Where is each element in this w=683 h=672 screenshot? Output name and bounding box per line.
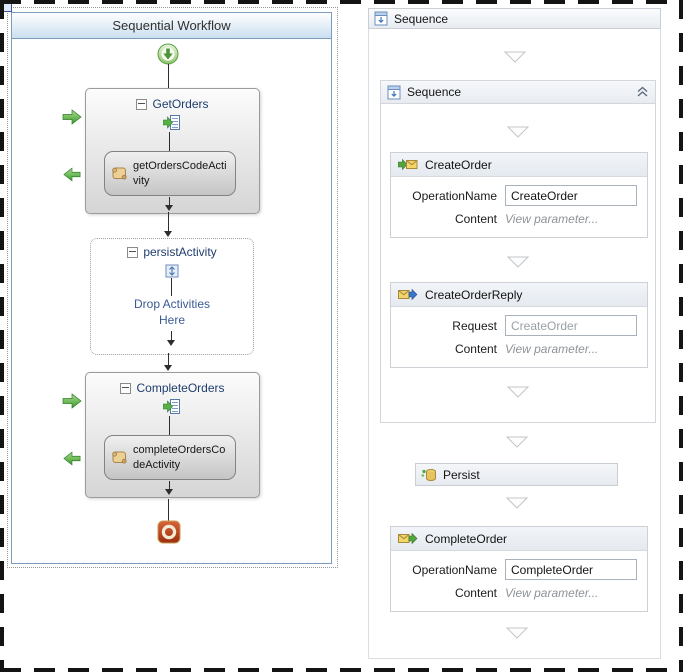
drop-target-triangle[interactable] <box>504 51 526 63</box>
view-parameter-link[interactable]: View parameter... <box>505 342 599 356</box>
content-label: Content <box>454 342 497 356</box>
content-label: Content <box>454 212 497 226</box>
activity-complete-orders[interactable]: CompleteOrders completeOrdersCodeAct <box>85 372 260 498</box>
inner-sequence-title: Sequence <box>407 85 462 99</box>
operation-name-input[interactable]: CompleteOrder <box>505 559 637 580</box>
connector-line <box>171 278 172 296</box>
sequence-icon <box>374 11 388 26</box>
create-order-reply-header[interactable]: CreateOrderReply <box>391 283 647 307</box>
complete-order-header[interactable]: CompleteOrder <box>391 527 647 551</box>
get-orders-header: GetOrders <box>86 97 259 111</box>
connector-line <box>168 499 169 521</box>
connector-line <box>169 481 170 491</box>
receive-activity-icon <box>163 114 181 131</box>
sequence-icon <box>387 85 401 100</box>
content-label: Content <box>454 586 497 600</box>
selection-handle[interactable] <box>3 3 12 12</box>
stop-icon[interactable] <box>157 520 181 544</box>
drop-target-triangle[interactable] <box>507 386 529 398</box>
collapse-chevron-icon[interactable] <box>636 86 649 98</box>
outer-sequence-title: Sequence <box>394 11 449 26</box>
create-order-title: CreateOrder <box>425 157 492 172</box>
connector-line <box>168 353 169 366</box>
activity-persist-wf4[interactable]: Persist <box>415 463 618 486</box>
receive-envelope-icon <box>398 532 418 545</box>
persist-label: persistActivity <box>143 245 217 259</box>
selection-marquee-bottom <box>0 668 683 672</box>
connector-line <box>169 197 170 207</box>
connector-line <box>169 132 170 151</box>
collapse-icon[interactable] <box>120 382 132 394</box>
drop-target-triangle[interactable] <box>506 497 528 509</box>
get-orders-label: GetOrders <box>152 97 209 111</box>
flow-arrow-right-icon <box>62 393 82 409</box>
flow-arrow-left-icon <box>63 451 81 466</box>
connector-line <box>171 331 172 342</box>
selection-marquee-top <box>0 0 683 4</box>
drop-target-triangle[interactable] <box>507 126 529 138</box>
complete-order-title: CompleteOrder <box>425 531 508 546</box>
connector-arrowhead <box>164 365 172 371</box>
flow-arrow-right-icon <box>62 109 82 125</box>
selection-border <box>7 7 338 568</box>
collapse-icon[interactable] <box>136 98 148 110</box>
sequential-workflow-title: Sequential Workflow <box>12 13 331 39</box>
activity-persist[interactable]: persistActivity Drop Activities Here <box>90 238 254 355</box>
connector-line <box>168 64 169 88</box>
create-order-reply-title: CreateOrderReply <box>425 287 523 302</box>
get-orders-code-label: getOrdersCodeActivity <box>133 160 227 187</box>
view-parameter-link[interactable]: View parameter... <box>505 212 599 226</box>
sequence-small-icon <box>165 264 179 278</box>
collapse-icon[interactable] <box>127 246 139 258</box>
connector-arrowhead <box>164 231 172 237</box>
operation-name-input[interactable]: CreateOrder <box>505 185 637 206</box>
complete-orders-header: CompleteOrders <box>86 381 259 395</box>
activity-get-orders-code[interactable]: getOrdersCodeActivity <box>104 151 236 196</box>
connector-arrowhead <box>165 489 173 495</box>
code-scroll-icon <box>111 450 128 465</box>
start-icon[interactable] <box>157 43 179 65</box>
selection-marquee-right <box>679 0 683 672</box>
receive-activity-icon <box>163 398 181 415</box>
request-label: Request <box>452 318 497 333</box>
drop-target-triangle[interactable] <box>506 436 528 448</box>
connector-line <box>169 416 170 435</box>
code-scroll-icon <box>111 166 128 181</box>
activity-complete-orders-code[interactable]: completeOrdersCodeActivity <box>104 435 236 480</box>
view-parameter-link[interactable]: View parameter... <box>505 586 599 600</box>
connector-arrowhead <box>165 205 173 211</box>
flow-arrow-left-icon <box>63 167 81 182</box>
operation-name-label: OperationName <box>412 562 497 577</box>
persist-title: Persist <box>443 467 480 482</box>
outer-sequence-header[interactable]: Sequence <box>368 8 661 29</box>
receive-envelope-icon <box>398 158 418 171</box>
persist-header: persistActivity <box>91 245 253 259</box>
operation-name-label: OperationName <box>412 188 497 203</box>
connector-line <box>168 212 169 232</box>
selection-marquee-left <box>0 0 4 672</box>
connector-arrowhead <box>167 340 175 346</box>
complete-orders-label: CompleteOrders <box>136 381 225 395</box>
activity-create-order[interactable]: CreateOrder OperationName CreateOrder Co… <box>390 152 648 238</box>
persist-database-icon <box>421 467 437 483</box>
complete-orders-code-label: completeOrdersCodeActivity <box>133 444 226 471</box>
inner-sequence-header[interactable]: Sequence <box>381 81 655 104</box>
drop-activities-hint: Drop Activities Here <box>133 297 211 328</box>
request-input[interactable]: CreateOrder <box>505 315 637 336</box>
drop-target-triangle[interactable] <box>506 627 528 639</box>
activity-complete-order[interactable]: CompleteOrder OperationName CompleteOrde… <box>390 526 648 612</box>
send-reply-envelope-icon <box>398 288 418 301</box>
activity-get-orders[interactable]: GetOrders getOrdersCodeActivity <box>85 88 260 214</box>
drop-target-triangle[interactable] <box>507 256 529 268</box>
activity-create-order-reply[interactable]: CreateOrderReply Request CreateOrder Con… <box>390 282 648 368</box>
create-order-header[interactable]: CreateOrder <box>391 153 647 177</box>
